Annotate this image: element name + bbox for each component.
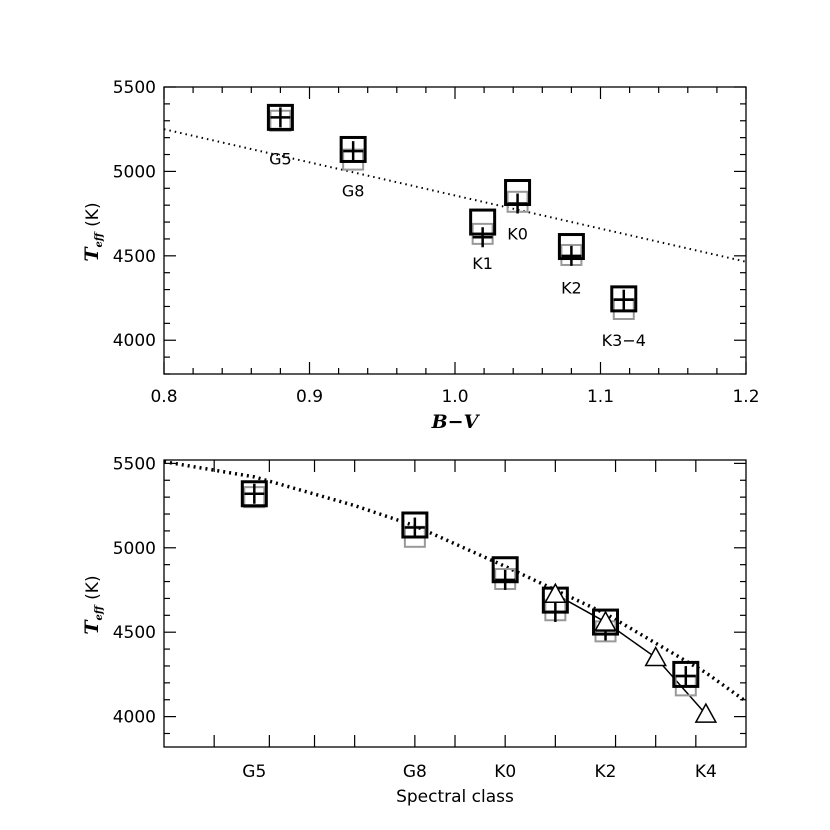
black-square-marker bbox=[491, 556, 519, 584]
dotted-relation bbox=[163, 128, 747, 263]
x-tick-label: K4 bbox=[695, 762, 717, 782]
dotted-relation bbox=[163, 459, 748, 703]
black-square-marker bbox=[266, 103, 294, 131]
black-square-marker bbox=[610, 285, 638, 313]
plot-frame bbox=[163, 86, 747, 375]
point-label: G5 bbox=[269, 149, 292, 168]
y-tick-label: 4500 bbox=[113, 247, 156, 267]
data-markers bbox=[240, 480, 718, 723]
x-tick-label: 1.0 bbox=[441, 387, 468, 407]
plot-frame bbox=[163, 459, 747, 748]
x-axis-title: B−V bbox=[431, 411, 481, 433]
black-square-marker bbox=[469, 208, 497, 236]
x-ticks: 0.8 0.9 1.0 1.1 1.2 bbox=[150, 87, 760, 407]
triangle-marker bbox=[694, 702, 718, 723]
y-tick-label: 4500 bbox=[113, 623, 156, 643]
y-axis-title: Teff(K) bbox=[81, 202, 105, 261]
y-tick-label: 5000 bbox=[113, 162, 156, 182]
x-tick-label: G8 bbox=[403, 762, 427, 782]
black-square-marker bbox=[557, 233, 585, 261]
triangle-marker bbox=[594, 610, 617, 631]
x-tick-label: K2 bbox=[595, 762, 617, 782]
x-tick-label: 1.2 bbox=[732, 387, 759, 407]
y-tick-label: 4000 bbox=[113, 708, 156, 728]
data-markers bbox=[266, 103, 638, 321]
black-square-marker bbox=[504, 179, 532, 207]
point-label: K1 bbox=[472, 254, 493, 273]
y-axis-title: Teff(K) bbox=[81, 575, 105, 634]
y-tick-label: 5000 bbox=[113, 539, 156, 559]
y-tick-label: 4000 bbox=[113, 331, 156, 351]
black-square-marker bbox=[240, 480, 268, 508]
black-square-marker bbox=[339, 135, 367, 163]
point-label: K0 bbox=[507, 225, 528, 244]
black-square-marker bbox=[672, 660, 700, 688]
y-tick-label: 5500 bbox=[113, 454, 156, 474]
triangle-marker bbox=[644, 645, 667, 667]
point-label: K2 bbox=[561, 279, 582, 298]
panel-bv: 0.8 0.9 1.0 1.1 1.2 4000 4500 5000 5500 G5G8K0K… bbox=[81, 78, 760, 433]
dotted-relation-line bbox=[163, 128, 747, 263]
panel-spectral: G5 G8 K0 K2 K4 4000 4500 5000 5500 Spectral cla… bbox=[81, 454, 748, 807]
dotted-relation-line bbox=[163, 459, 748, 703]
x-ticks: G5 G8 K0 K2 K4 bbox=[213, 460, 717, 782]
x-tick-label: 1.1 bbox=[587, 387, 614, 407]
x-tick-label: 0.9 bbox=[296, 387, 323, 407]
y-ticks: 4000 4500 5000 5500 bbox=[113, 78, 746, 375]
y-ticks: 4000 4500 5000 5500 bbox=[113, 454, 746, 735]
point-label: G8 bbox=[342, 181, 365, 200]
x-axis-title: Spectral class bbox=[396, 787, 514, 807]
black-square-marker bbox=[592, 608, 620, 636]
x-tick-label: K0 bbox=[494, 762, 516, 782]
x-tick-label: 0.8 bbox=[150, 387, 177, 407]
black-square-marker bbox=[401, 511, 429, 539]
y-tick-label: 5500 bbox=[113, 78, 156, 98]
x-tick-label: G5 bbox=[242, 762, 266, 782]
point-label: K3−4 bbox=[602, 331, 646, 350]
triangle-marker bbox=[544, 582, 567, 603]
